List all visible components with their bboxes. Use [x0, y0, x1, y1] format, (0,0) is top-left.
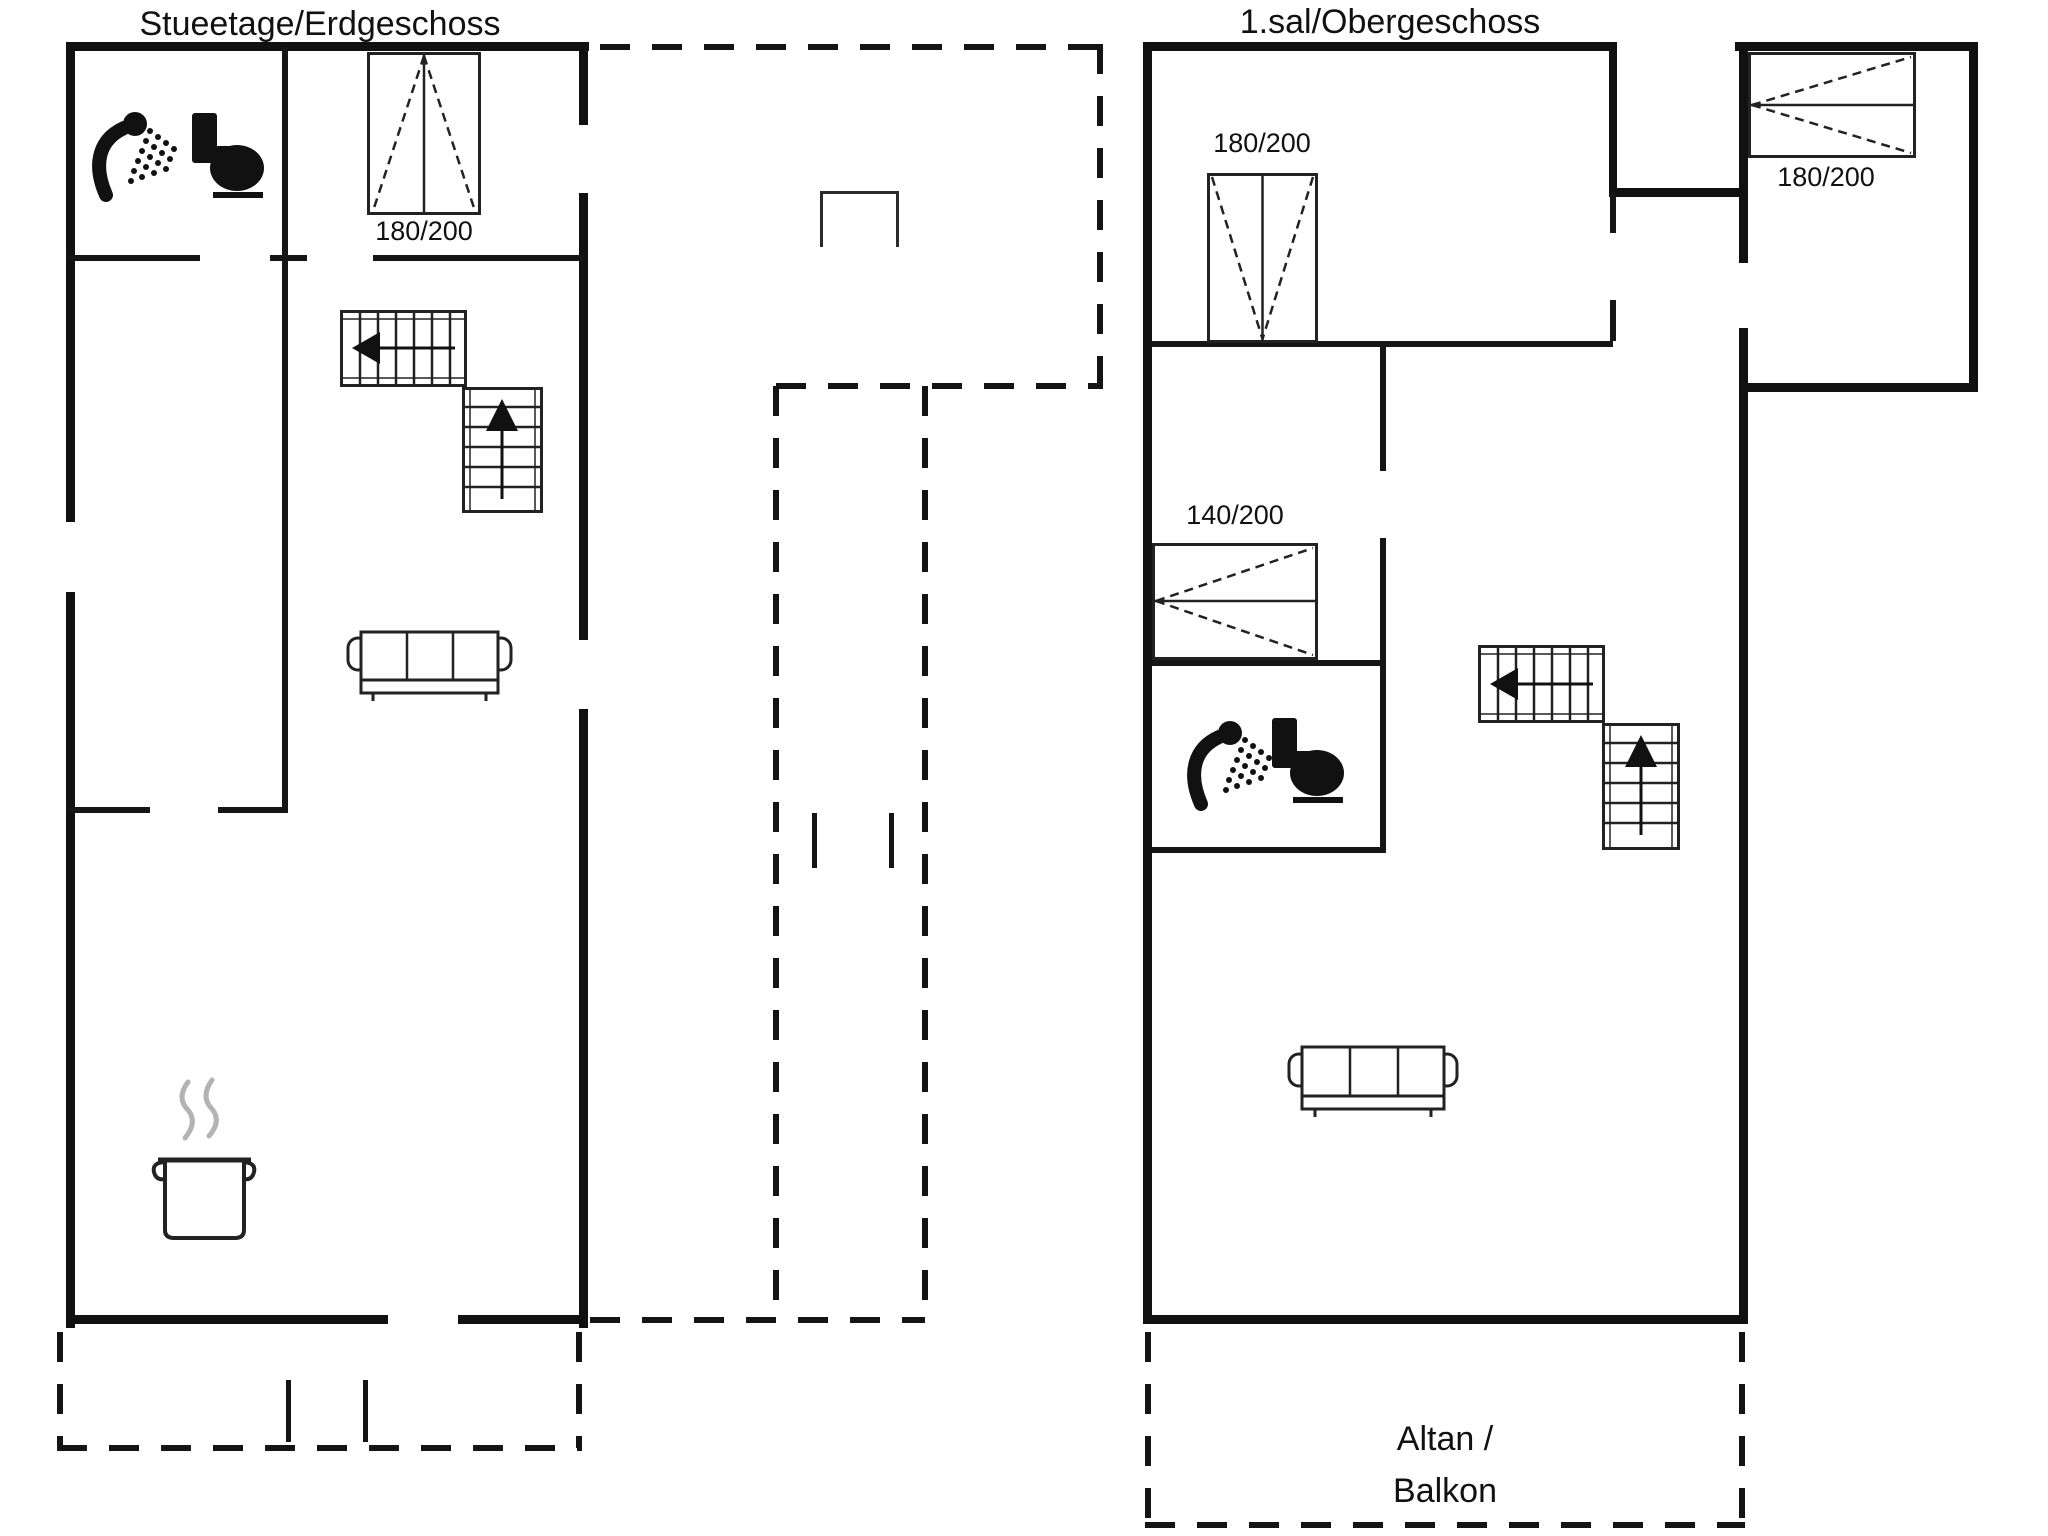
interior-wall: [373, 255, 583, 261]
interior-wall: [70, 255, 200, 261]
upper-floor-title: 1.sal/Obergeschoss: [1239, 3, 1541, 41]
interior-wall: [218, 807, 288, 813]
balcony-outline: [1145, 1522, 1745, 1528]
staircase-icon: [1478, 645, 1605, 723]
terrace-post: [286, 1380, 291, 1442]
wall: [66, 1315, 388, 1324]
staircase-icon: [1602, 723, 1680, 850]
wall: [1609, 47, 1617, 197]
terrace-outline: [57, 1332, 63, 1448]
interior-wall: [1380, 347, 1386, 471]
wall: [66, 592, 75, 1328]
terrace-post: [363, 1380, 368, 1442]
shower-icon: [90, 103, 190, 203]
terrace-outline: [57, 1445, 582, 1451]
cooking-pot-icon: [140, 1077, 270, 1250]
interior-wall: [1152, 847, 1386, 853]
wall: [1143, 42, 1617, 51]
carport-outline: [776, 383, 1103, 389]
bed-size-label: 180/200: [375, 216, 473, 246]
wall: [1143, 1315, 1748, 1324]
arrow-up-icon: [1625, 735, 1657, 767]
wall: [1739, 328, 1748, 392]
gate-post: [889, 813, 894, 868]
terrace-outline: [576, 1332, 582, 1448]
balcony-label-line1: Altan /: [1396, 1420, 1494, 1458]
interior-wall: [270, 255, 307, 261]
bed-size-label: 140/200: [1186, 500, 1284, 530]
arrow-up-icon: [486, 399, 518, 431]
path-outline: [922, 386, 928, 1320]
wall: [1969, 42, 1978, 392]
arrow-left-icon: [1490, 668, 1518, 700]
wall: [1735, 42, 1978, 51]
sofa-icon: [1287, 1045, 1459, 1119]
staircase-icon: [340, 310, 467, 387]
interior-wall: [282, 47, 288, 810]
double-bed-icon: [1207, 173, 1318, 343]
interior-wall: [1610, 192, 1616, 233]
balcony-outline: [1739, 1332, 1745, 1528]
bed-size-label: 180/200: [1777, 162, 1875, 192]
balcony-outline: [1145, 1332, 1151, 1528]
wall: [66, 42, 75, 522]
balcony-label-line2: Balkon: [1393, 1472, 1497, 1510]
interior-wall: [1380, 538, 1386, 663]
interior-wall: [70, 807, 150, 813]
carport-outline: [600, 44, 1103, 50]
path-outline: [590, 1317, 925, 1323]
wall: [1739, 383, 1978, 392]
double-bed-icon: [367, 52, 481, 215]
wall: [66, 42, 589, 51]
wall: [1739, 383, 1748, 1324]
interior-wall: [1380, 660, 1386, 853]
wall: [579, 42, 588, 125]
wall: [458, 1315, 588, 1324]
wall: [1609, 188, 1748, 197]
carport-outline: [1097, 44, 1103, 386]
bed-size-label: 180/200: [1213, 128, 1311, 158]
interior-wall: [1152, 341, 1613, 347]
toilet-icon: [186, 110, 268, 202]
staircase-icon: [462, 387, 543, 513]
arrow-left-icon: [352, 332, 380, 364]
interior-wall: [1152, 660, 1386, 666]
gate-post: [812, 813, 817, 868]
bed-icon: [1152, 543, 1318, 660]
wall: [1739, 42, 1748, 263]
toilet-icon: [1266, 715, 1348, 807]
wall: [579, 709, 588, 1328]
wall: [1143, 42, 1152, 1324]
steam: [179, 1079, 195, 1141]
ground-floor-title: Stueetage/Erdgeschoss: [139, 5, 501, 43]
steam: [203, 1077, 219, 1139]
shower-icon: [1185, 712, 1285, 812]
wall: [579, 193, 588, 640]
chimney-symbol: [820, 191, 899, 247]
path-outline: [773, 386, 779, 1320]
bed-icon: [1748, 52, 1916, 158]
interior-wall: [1610, 300, 1616, 341]
sofa-icon: [346, 630, 513, 702]
